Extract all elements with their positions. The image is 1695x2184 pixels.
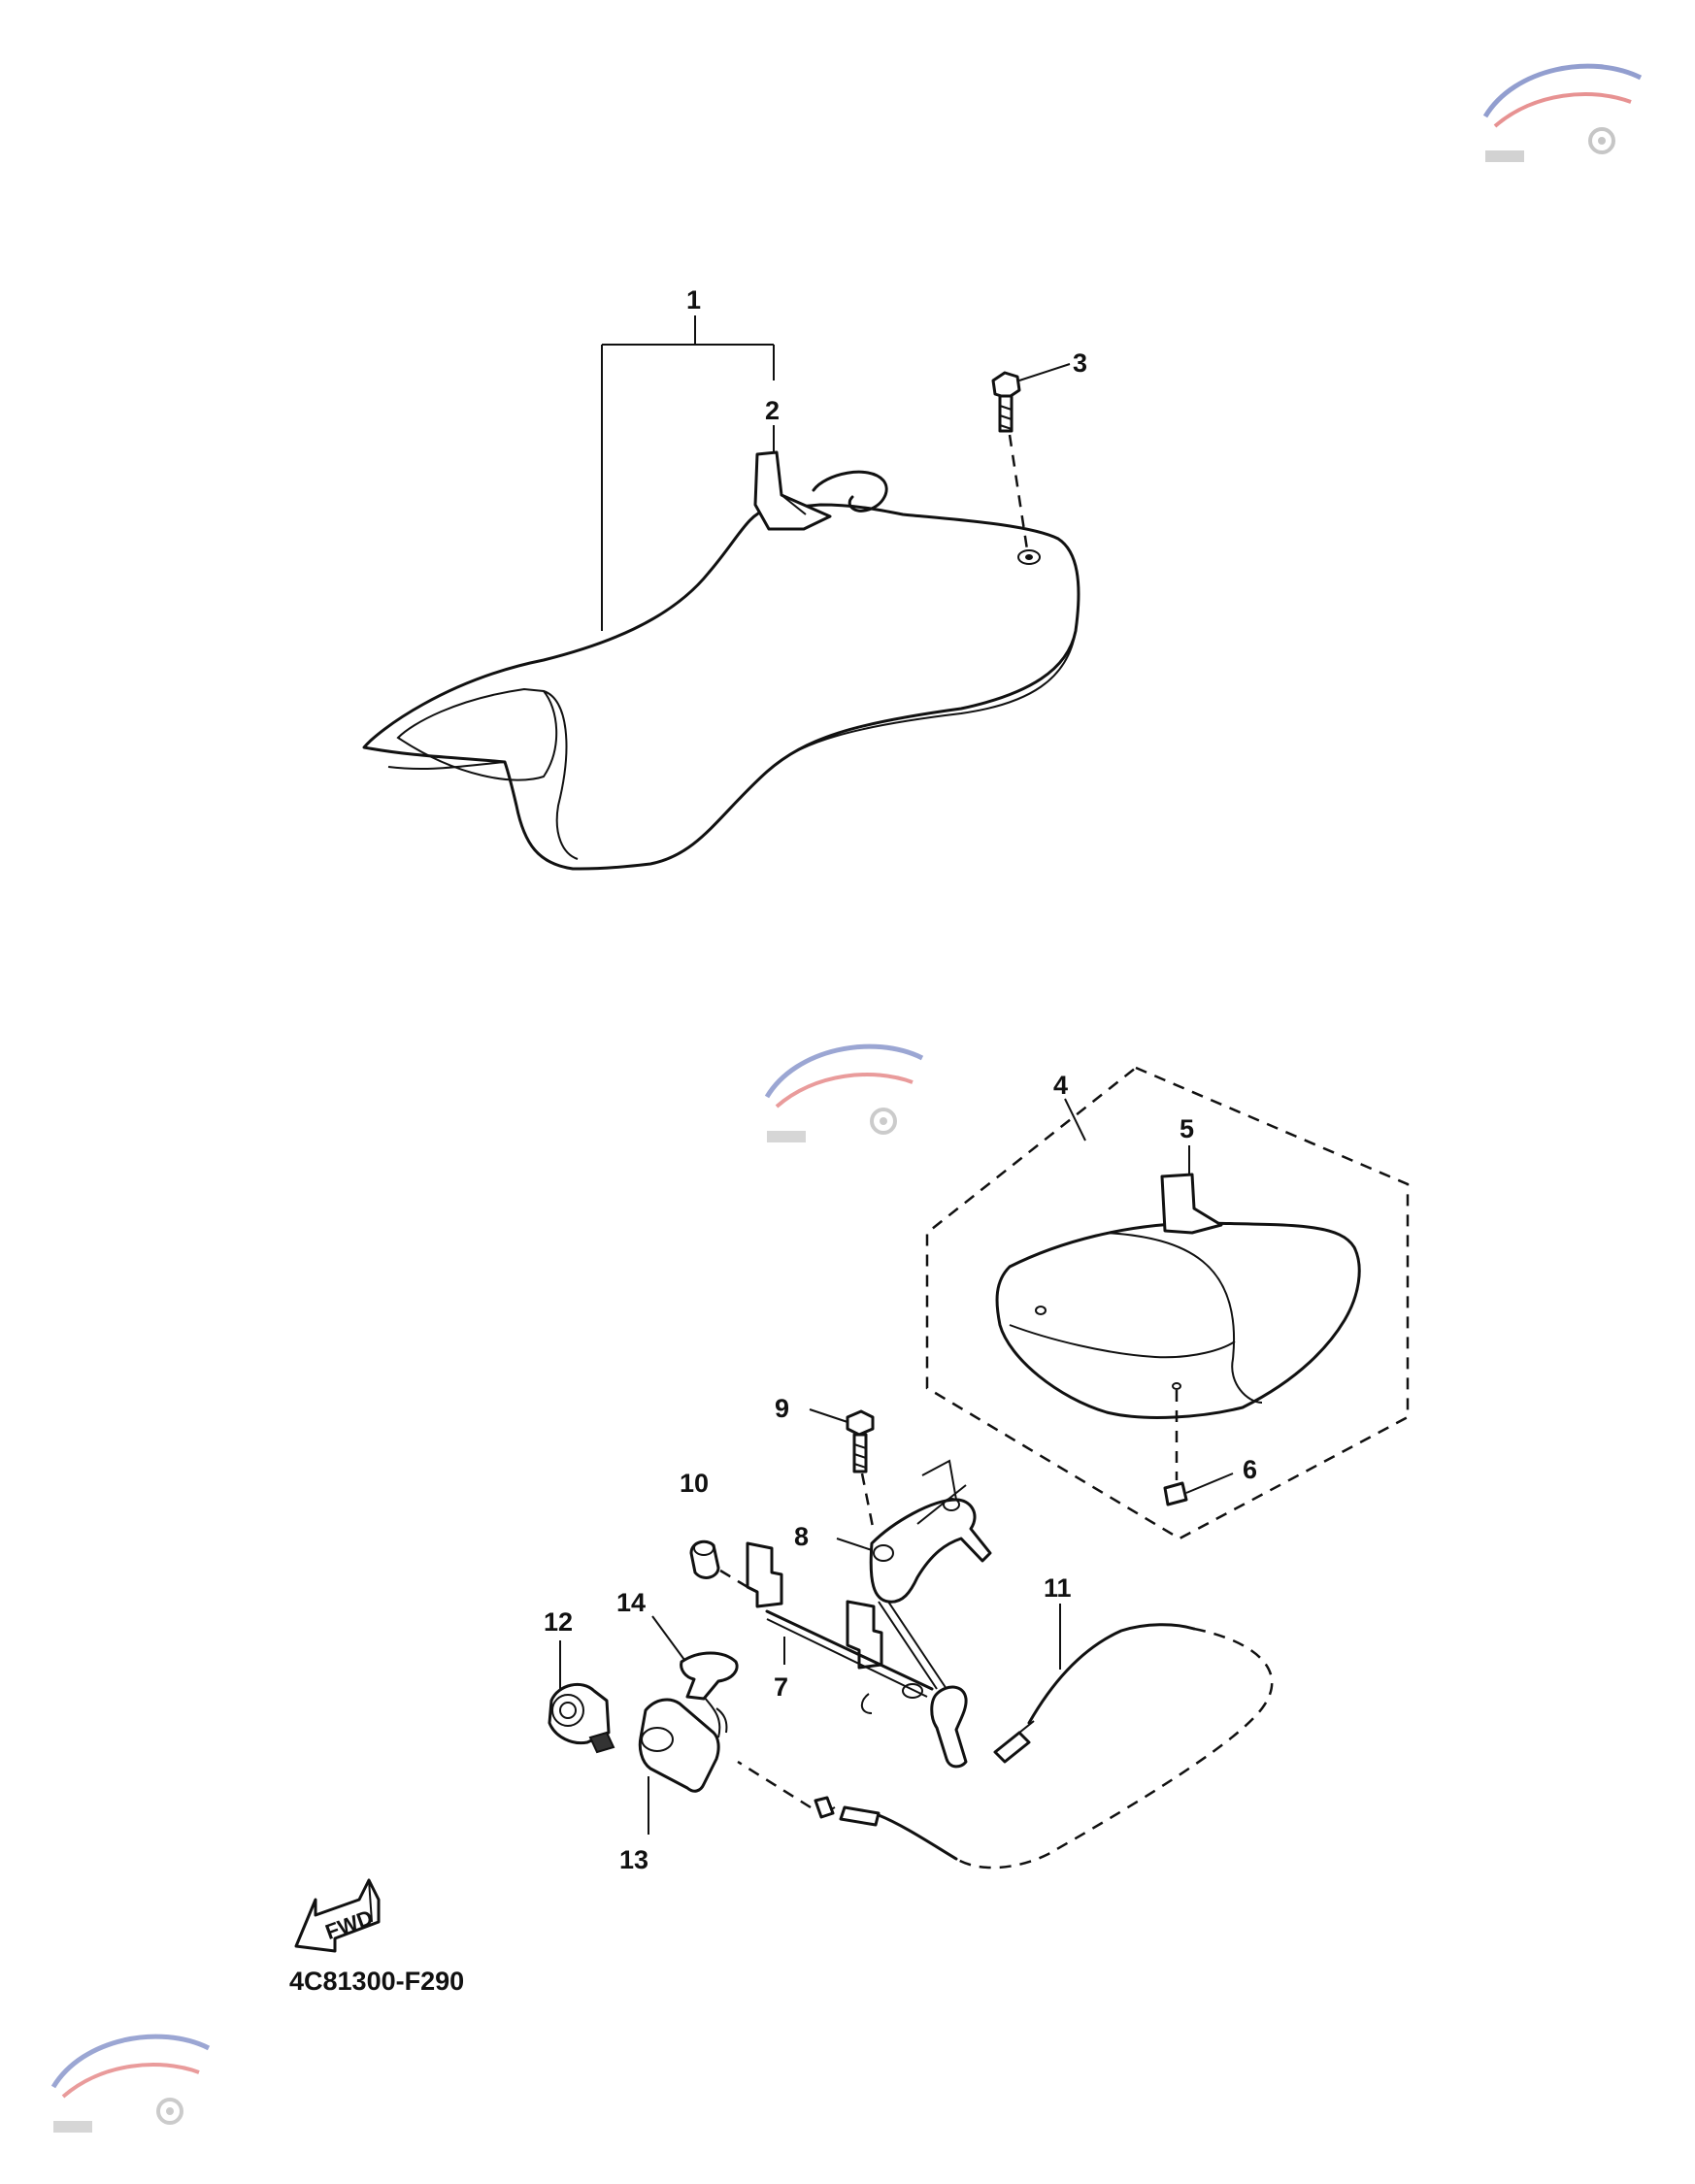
- callout-10: 10: [680, 1469, 709, 1498]
- callout-3: 3: [1073, 348, 1087, 378]
- callout-6: 6: [1243, 1455, 1257, 1484]
- watermark-logo-top-right: [1482, 63, 1643, 162]
- callout-11: 11: [1044, 1573, 1072, 1603]
- front-seat-part: [362, 450, 1080, 871]
- fwd-arrow-icon: FWD: [294, 1878, 381, 1953]
- callout-14: 14: [616, 1588, 646, 1617]
- bolt-part-3: [991, 363, 1071, 550]
- callout-4: 4: [1053, 1071, 1068, 1100]
- callout-labels: 1 2 3 4 5 6 7 8 9 10 11 12 13 14: [544, 285, 1257, 1874]
- callout-5: 5: [1180, 1114, 1194, 1143]
- callout-2: 2: [765, 396, 780, 425]
- callout-8: 8: [794, 1522, 809, 1551]
- callout-12: 12: [544, 1607, 573, 1637]
- callout-7: 7: [774, 1672, 788, 1702]
- watermark-logo-middle: [764, 1043, 924, 1142]
- watermark-logo-bottom-left: [50, 2034, 211, 2133]
- rear-seat-assembly: [925, 1066, 1410, 1540]
- diagram-code: 4C81300-F290: [289, 1967, 464, 1996]
- callout-13: 13: [619, 1845, 648, 1874]
- callout-1: 1: [686, 285, 701, 314]
- callout-1-bracket: [601, 315, 775, 631]
- seat-lock-mechanism: [548, 1408, 1274, 1870]
- callout-9: 9: [775, 1394, 789, 1423]
